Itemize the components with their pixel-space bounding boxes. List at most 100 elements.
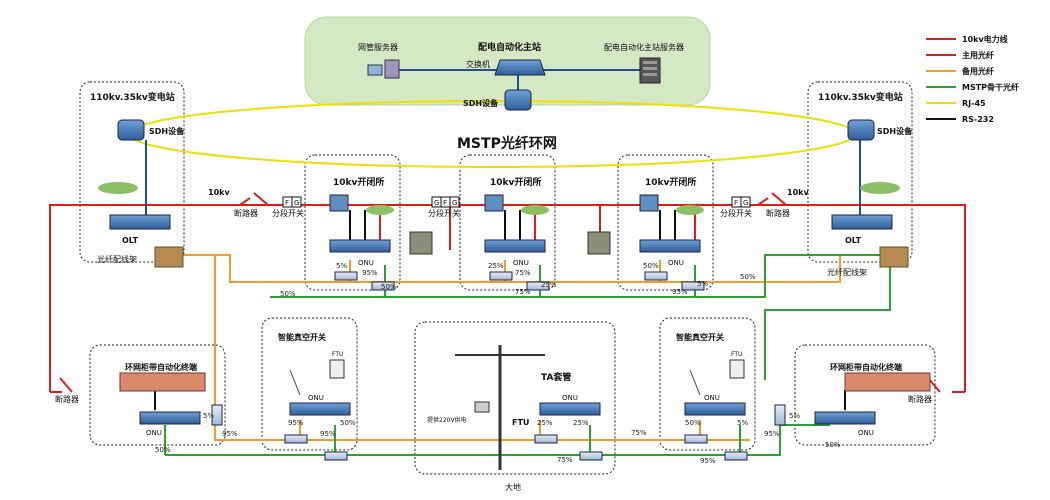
pct-label: 50% <box>280 290 296 298</box>
ring-cabinet-left-icon <box>119 372 206 392</box>
pct-label: 5% <box>737 419 748 427</box>
vacuum-left-title: 智能真空开关 <box>278 332 326 342</box>
substation-left-box <box>79 81 185 263</box>
pct-label: 75% <box>515 269 531 277</box>
ring-cabinet-left-box <box>89 344 226 446</box>
breaker-label-4: 断路器 <box>908 394 932 404</box>
pct-label: 95% <box>222 430 238 438</box>
pct-label: 75% <box>557 456 573 464</box>
ring-cabinet-right-box <box>794 344 936 446</box>
breaker-label-3: 断路器 <box>55 394 79 404</box>
pct-label: 25% <box>573 419 589 427</box>
transformer-2-icon <box>587 231 611 255</box>
pct-label: 50% <box>643 262 659 270</box>
pct-label: 5% <box>203 412 214 420</box>
ta-power: 提供220V供电 <box>427 416 467 424</box>
master-server-icon <box>639 57 661 84</box>
substation-left-title: 110kv.35kv变电站 <box>90 91 175 103</box>
ring-left-onu: ONU <box>146 429 162 437</box>
odf-right-label: 光纤配线架 <box>827 267 867 277</box>
line-10kv-left: 10kv <box>208 188 230 197</box>
pct-label: 25% <box>541 281 557 289</box>
pct-label: 95% <box>320 430 336 438</box>
pct-label: 5% <box>697 280 708 288</box>
pct-label: 95% <box>288 419 304 427</box>
vacuum-switch-right-box <box>659 317 756 451</box>
olt-left-icon <box>109 214 171 230</box>
pct-label: 25% <box>537 419 553 427</box>
breaker-label-1: 断路器 <box>234 208 258 218</box>
switch-station-1-title: 10kv开闭所 <box>333 176 384 188</box>
switch-station-1-devices <box>329 194 395 291</box>
line-10kv-right: 10kv <box>787 188 809 197</box>
onu-ring-right-icon <box>814 411 876 425</box>
fg-2-g2: G <box>452 199 457 207</box>
sdh-right-label: SDH设备 <box>877 126 913 136</box>
pct-label: 50% <box>740 273 756 281</box>
pct-label: 95% <box>764 430 780 438</box>
fg-2-f: F <box>443 199 447 207</box>
switch-station-1-box <box>304 154 401 291</box>
sdh-left-icon <box>117 119 145 141</box>
fg-1-f: F <box>285 199 289 207</box>
tower-right-icon <box>860 182 900 194</box>
section-switch-2: 分段开关 <box>428 208 460 218</box>
switch-icon <box>494 59 546 76</box>
vacuum-right-ftu: FTU <box>731 351 742 358</box>
fg-3-g: G <box>743 199 748 207</box>
vacuum-right-onu: ONU <box>704 394 720 402</box>
legend-label: 10kv电力线 <box>962 34 1008 44</box>
pct-label: 50% <box>825 441 841 449</box>
onu-ring-left-icon <box>139 411 201 425</box>
odf-right-icon <box>879 246 909 268</box>
mstp-ring <box>128 100 856 168</box>
olt-right-label: OLT <box>845 236 862 245</box>
vacuum-right-title: 智能真空开关 <box>676 332 724 342</box>
master-station-label: 配电自动化主站 <box>478 41 541 53</box>
switch-station-2-box <box>459 154 556 291</box>
ta-box <box>414 321 616 475</box>
odf-left-icon <box>154 246 184 268</box>
fg-1-g: G <box>294 199 299 207</box>
sdh-left-label: SDH设备 <box>149 126 185 136</box>
section-switch-3: 分段开关 <box>720 208 752 218</box>
switch-station-3-box <box>617 154 714 291</box>
ring-cabinet-right-title: 环网柜带自动化终端 <box>830 362 902 372</box>
vacuum-right-devices <box>684 359 748 461</box>
legend-label: 备用光纤 <box>961 66 994 76</box>
ta-onu: ONU <box>562 394 578 402</box>
switch-station-3-title: 10kv开闭所 <box>645 176 696 188</box>
olt-left-label: OLT <box>122 236 139 245</box>
pct-label: 95% <box>362 269 378 277</box>
fg-2-g1: G <box>434 199 439 207</box>
pct-label: 95% <box>700 457 716 465</box>
breaker-label-2: 断路器 <box>766 208 790 218</box>
olt-right-icon <box>831 214 893 230</box>
nms-server-icon <box>367 59 400 79</box>
pct-label: 50% <box>685 419 701 427</box>
pct-label: 75% <box>515 288 531 296</box>
pct-label: 50% <box>381 283 397 291</box>
diagram-title: MSTP光纤环网 <box>457 135 557 152</box>
sdh-top-label: SDH设备 <box>463 98 499 108</box>
legend-label: RS-232 <box>962 115 994 124</box>
pct-label: 5% <box>789 412 800 420</box>
master-server-label: 配电自动化主站服务器 <box>604 42 684 52</box>
pct-label: 5% <box>336 262 347 270</box>
switch-label: 交换机 <box>466 59 490 69</box>
transformer-1-icon <box>409 231 433 255</box>
sdh-right-icon <box>847 119 875 141</box>
pct-label: 95% <box>672 288 688 296</box>
vacuum-left-devices <box>284 359 351 461</box>
vacuum-left-ftu: FTU <box>332 351 343 358</box>
ta-ftu: FTU <box>512 418 529 427</box>
legend-label: 主用光纤 <box>962 50 994 60</box>
sdh-top-icon <box>504 89 532 111</box>
splitter-right-icon <box>774 404 786 426</box>
pct-label: 75% <box>631 429 647 437</box>
station-1-onu: ONU <box>358 259 374 267</box>
legend-label: RJ-45 <box>962 99 986 108</box>
